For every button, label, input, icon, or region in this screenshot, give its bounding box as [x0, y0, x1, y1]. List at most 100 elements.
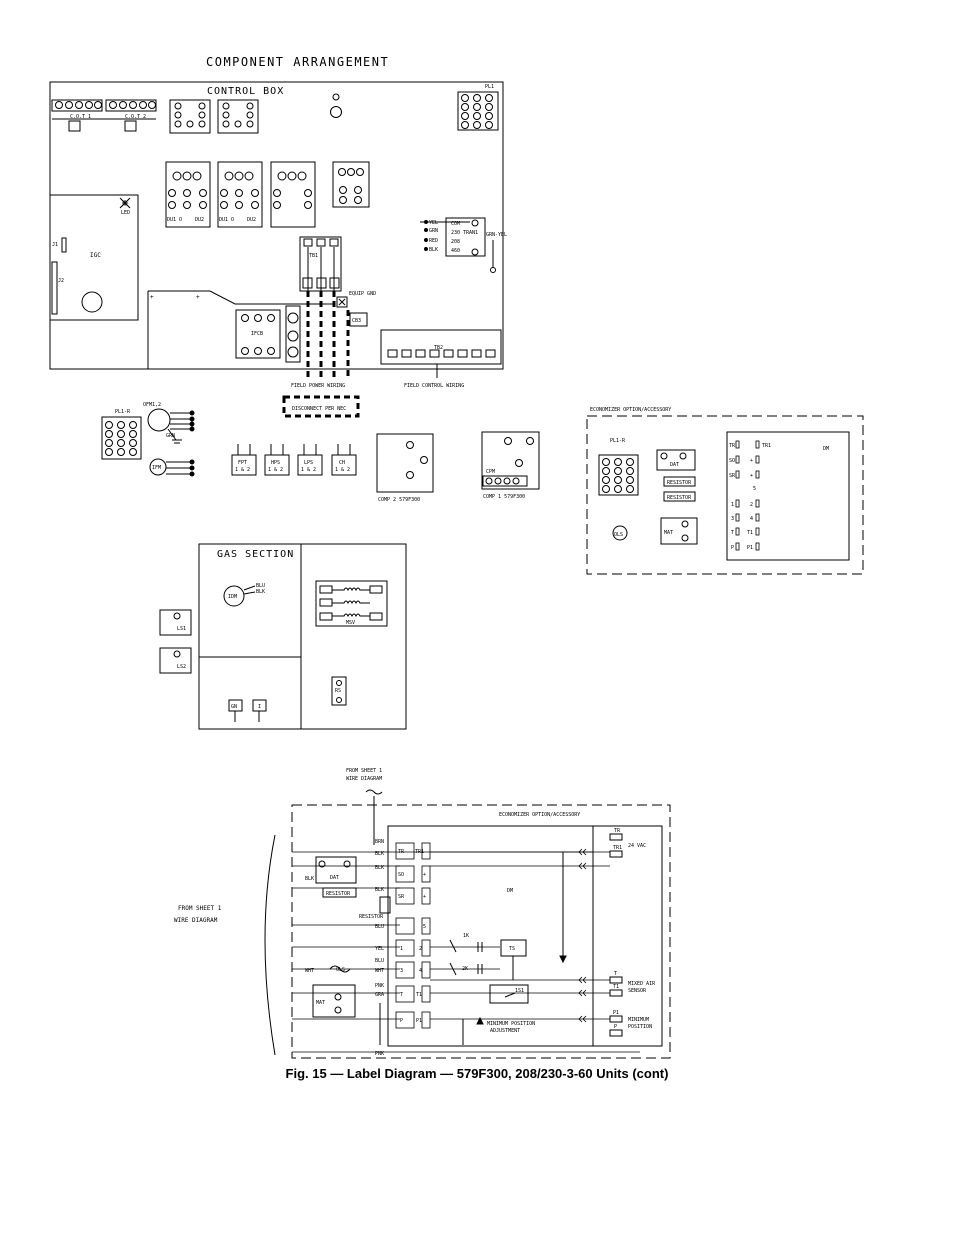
econ-pl1r: PL1-R	[610, 438, 626, 444]
tran1-label: TRAN1	[463, 230, 478, 236]
svg-text:+: +	[150, 294, 154, 301]
wire-mat: MAT	[316, 1000, 325, 1006]
figure-caption: Fig. 15 — Label Diagram — 579F300, 208/2…	[285, 1066, 669, 1081]
wire-wht-left: WHT	[305, 968, 314, 974]
cb3-label: CB3	[352, 318, 361, 324]
led-label: LED	[121, 210, 130, 216]
rt-p: P	[614, 1024, 617, 1030]
du1-right: DU2	[195, 217, 204, 223]
field-power-wiring-label: FIELD POWER WIRING	[291, 383, 345, 389]
equip-gnd-label: EQUIP GND	[349, 291, 376, 297]
tran-wire-red: RED	[429, 238, 438, 244]
dm-plus-1: +	[750, 458, 753, 464]
wdm-4: 4	[419, 968, 422, 974]
tb1-label: TB1	[309, 253, 318, 259]
dm-5: 5	[753, 486, 756, 492]
wire-blk-dat: BLK	[305, 876, 314, 882]
tran-460: 460	[451, 248, 460, 254]
dm-1: 1	[731, 502, 734, 508]
dm-so: SO	[729, 458, 735, 464]
econ-resistor-2: RESISTOR	[667, 495, 692, 501]
wire-gra: GRA	[375, 992, 384, 998]
vac-label: 24 VAC	[628, 843, 646, 849]
control-box-title: CONTROL BOX	[207, 86, 284, 97]
wire-diagram-top: WIRE DIAGRAM	[346, 776, 382, 782]
from-sheet-left: FROM SHEET 1	[178, 905, 222, 912]
wdm-sr: SR	[398, 894, 405, 900]
hps-label: HPS	[271, 460, 280, 466]
wdm-plus-1: +	[423, 872, 426, 878]
rt-tr: TR	[614, 828, 621, 834]
rt-tr1: TR1	[613, 845, 622, 851]
ls2-label: LS2	[177, 664, 186, 670]
wdm-tr1: TR1	[415, 849, 424, 855]
minimum-label: MINIMUM	[628, 1017, 649, 1023]
dm-2: 2	[750, 502, 753, 508]
from-sheet-top: FROM SHEET 1	[346, 768, 382, 774]
cot2-label: C.O.T 2	[125, 114, 146, 120]
wdm-plus-2: +	[423, 894, 426, 900]
lps-label: LPS	[304, 460, 313, 466]
position-label: POSITION	[628, 1024, 652, 1030]
du1-block	[165, 161, 211, 228]
econ-top-title: ECONOMIZER OPTION/ACCESSORY	[590, 407, 671, 413]
hps-sub: 1 & 2	[268, 467, 283, 473]
wire-brn: BRN	[375, 839, 384, 845]
cot1-label: C.O.T 1	[70, 114, 91, 120]
comp1	[481, 431, 540, 490]
c1c2-block	[332, 161, 370, 208]
igc-label: IGC	[90, 252, 101, 259]
wire-blk-1: BLK	[375, 851, 384, 857]
tran1	[445, 217, 486, 257]
econ-dm-large	[387, 825, 663, 1047]
ifm-label: IFM	[152, 465, 161, 471]
wdm-t: T	[400, 992, 403, 998]
econ-wiring-title: ECONOMIZER OPTION/ACCESSORY	[499, 812, 580, 818]
comp1-label: COMP 1 579F300	[483, 494, 525, 500]
comp2	[376, 433, 434, 493]
econ-dm-terms	[735, 440, 760, 551]
wire-pnk-1: PNK	[375, 983, 384, 989]
idm-blu: BLU	[256, 583, 265, 589]
dm-tr: TR	[729, 443, 736, 449]
wire-yel: YEL	[375, 946, 384, 952]
relay-2k: 2K	[462, 966, 468, 972]
dm-t: T	[731, 530, 734, 536]
ch-label: CH	[339, 460, 345, 466]
wdm-2: 2	[419, 946, 422, 952]
comp2-label: COMP 2 579F300	[378, 497, 420, 503]
tran-230: 230	[451, 230, 460, 236]
dm-plus-2: +	[750, 473, 753, 479]
wdm-5: 5	[423, 924, 426, 930]
idm-label: IDM	[228, 594, 237, 600]
econ-top-box	[586, 415, 864, 575]
gas-section-title: GAS SECTION	[217, 549, 294, 560]
grn-yel-label: GRN-YEL	[486, 232, 507, 238]
ifcb-label: IFCB	[251, 331, 263, 337]
min-pos-adj-2: ADJUSTMENT	[490, 1028, 520, 1034]
idm-blk: BLK	[256, 589, 265, 595]
wire-diagram-left: WIRE DIAGRAM	[174, 917, 218, 924]
wire-resistor: RESISTOR	[359, 914, 384, 920]
econ-resistor-1: RESISTOR	[667, 480, 692, 486]
wire-blk-3: BLK	[375, 887, 384, 893]
dm-tr1: TR1	[762, 443, 771, 449]
svg-text:+: +	[196, 294, 200, 301]
dm-p1: P1	[747, 545, 753, 551]
min-pos-adj-1: MINIMUM POSITION	[487, 1021, 535, 1027]
wdm-p: P	[400, 1018, 403, 1024]
sensor-label: SENSOR	[628, 988, 647, 994]
j2-label: J2	[58, 278, 64, 284]
ofm-grn-label: GRN	[166, 433, 175, 439]
wdm-so: SO	[398, 872, 404, 878]
wdm-tr: TR	[398, 849, 405, 855]
tb2	[380, 329, 502, 365]
pl1-label: PL1	[485, 84, 494, 90]
econ-wiring-dm: DM	[507, 888, 513, 894]
wire-blu-1: BLU	[375, 924, 384, 930]
cpm-label: CPM	[486, 469, 495, 475]
control-box	[49, 81, 504, 370]
msv	[315, 580, 388, 627]
fpt-label: FPT	[238, 460, 247, 466]
wire-dat: DAT	[330, 875, 339, 881]
